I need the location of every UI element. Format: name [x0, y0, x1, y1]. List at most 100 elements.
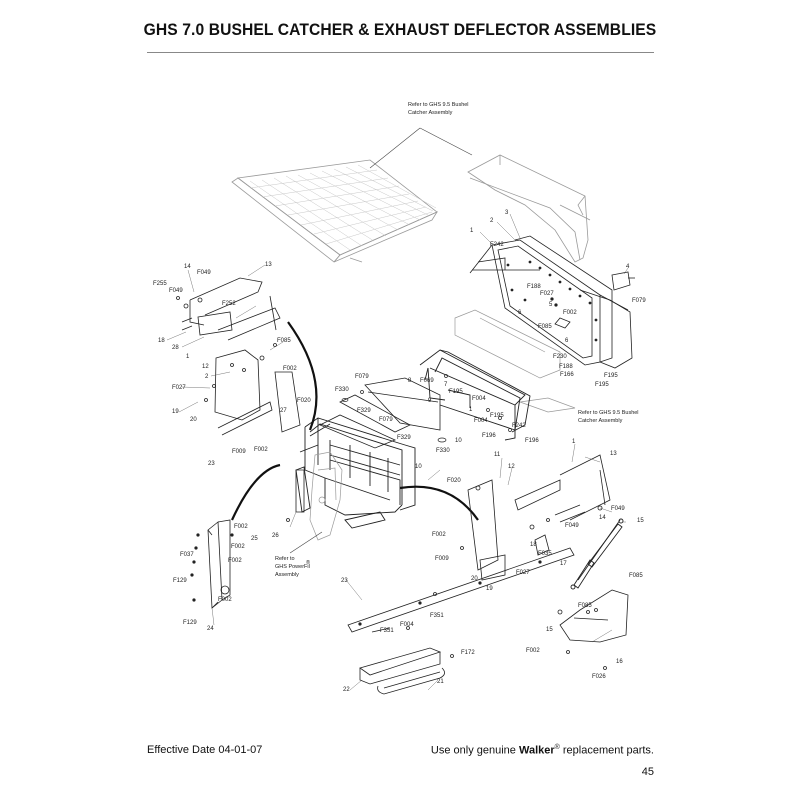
callout-F079: F079: [379, 417, 393, 423]
callout-F020: F020: [447, 478, 461, 484]
callout-F188: F188: [559, 364, 573, 370]
callout-F002: F002: [231, 544, 245, 550]
callout-8: 8: [408, 378, 412, 384]
ghs95-deflector-hood: [467, 154, 591, 263]
callout-14: 14: [599, 515, 606, 521]
callout-F188: F188: [527, 284, 541, 290]
callout-1: 1: [469, 407, 473, 413]
callout-F329: F329: [357, 408, 371, 414]
effective-date: Effective Date 04-01-07: [147, 744, 263, 756]
callout-2: 2: [205, 374, 209, 380]
ghs95-lower-frame: [454, 309, 576, 413]
callout-24: 24: [207, 626, 214, 632]
callout-18: 18: [158, 338, 165, 344]
ghs95-leader-lines: [369, 127, 473, 169]
ref-label-power-1: Refer to: [275, 556, 295, 562]
ref-label-right-1: Refer to GHS 9.5 Bushel: [578, 410, 639, 416]
callout-F002: F002: [283, 366, 297, 372]
ref-label-right-2: Catcher Assembly: [578, 418, 623, 424]
callout-19: 19: [486, 586, 493, 592]
deflector-chute: [419, 349, 531, 441]
callout-F009: F009: [232, 449, 246, 455]
powerfill-housing: [309, 451, 343, 541]
ref-label-power-3: Assembly: [275, 572, 299, 578]
callout-6: 6: [565, 338, 569, 344]
callout-23: 23: [208, 461, 215, 467]
callout-26: 26: [272, 533, 279, 539]
callout-F195: F195: [490, 413, 504, 419]
deflector-frame: [469, 235, 635, 369]
callout-F079: F079: [355, 374, 369, 380]
callout-F026: F026: [592, 674, 606, 680]
callout-F195: F195: [604, 373, 618, 379]
ref-label-top-2: Catcher Assembly: [408, 110, 453, 116]
callout-F049: F049: [611, 506, 625, 512]
callout-11: 11: [494, 452, 501, 458]
callout-18: 18: [530, 542, 537, 548]
callout-F252: F252: [222, 301, 236, 307]
callout-20: 20: [471, 576, 478, 582]
callout-F004: F004: [472, 396, 486, 402]
callout-17: 17: [560, 561, 567, 567]
callout-F035: F035: [538, 551, 552, 557]
callout-10: 10: [455, 438, 462, 444]
gas-strut: [570, 518, 624, 590]
ghs95-catcher-grid: [231, 159, 439, 263]
callout-F085: F085: [578, 603, 592, 609]
ref-label-power-2: GHS PowerFil: [275, 564, 310, 570]
callout-13: 13: [610, 451, 617, 457]
callout-16: 16: [616, 659, 623, 665]
callout-1: 1: [186, 354, 190, 360]
callout-F172: F172: [461, 650, 475, 656]
callout-F330: F330: [335, 387, 349, 393]
callout-20: 20: [190, 417, 197, 423]
ref-power-leader: [289, 531, 323, 554]
callout-F009: F009: [435, 556, 449, 562]
footer-prefix: Use only genuine: [430, 744, 516, 757]
callout-F195: F195: [595, 382, 609, 388]
callout-F255: F255: [153, 281, 167, 287]
callout-19: 19: [172, 409, 179, 415]
callout-F004: F004: [400, 622, 414, 628]
callout-12: 12: [508, 464, 515, 470]
callout-F049: F049: [197, 270, 211, 276]
callout-F085: F085: [277, 338, 291, 344]
callout-F027: F027: [172, 385, 186, 391]
callout-F085: F085: [538, 324, 552, 330]
callout-F242: F242: [490, 242, 504, 248]
callout-28: 28: [172, 345, 179, 351]
footer-suffix: replacement parts.: [562, 744, 654, 757]
callout-F037: F037: [180, 552, 194, 558]
right-bracket-assembly: [460, 454, 629, 670]
callout-labels: 14 F049 13 F255 F049 F252 18 28 F085 1 1…: [153, 210, 646, 693]
callout-F351: F351: [380, 628, 394, 634]
callout-F027: F027: [516, 570, 530, 576]
callout-leaders: [166, 213, 629, 691]
left-side-bracket-assembly: [176, 277, 301, 436]
callout-F004: F004: [474, 418, 488, 424]
callout-12: 12: [202, 364, 209, 370]
callout-F195: F195: [449, 389, 463, 395]
footer-tagline: Use only genuine Walker® replacement par…: [431, 744, 654, 757]
callout-F002: F002: [234, 524, 248, 530]
callout-F049: F049: [169, 288, 183, 294]
callout-F002: F002: [526, 648, 540, 654]
callout-3: 3: [505, 210, 509, 216]
callout-F049: F049: [565, 523, 579, 529]
callout-F020: F020: [297, 398, 311, 404]
footer-brand: Walker: [518, 744, 555, 757]
callout-F329: F329: [397, 435, 411, 441]
callout-F002: F002: [432, 532, 446, 538]
callout-F196: F196: [482, 433, 496, 439]
callout-15: 15: [546, 627, 553, 633]
callout-2: 2: [490, 218, 494, 224]
callout-F027: F027: [540, 291, 554, 297]
callout-14: 14: [184, 264, 191, 270]
callout-21: 21: [437, 679, 444, 685]
footer-reg: ®: [554, 744, 560, 751]
callout-9: 9: [428, 398, 432, 404]
callout-5: 5: [549, 302, 553, 308]
hardware-center: [341, 374, 512, 443]
callout-F069: F069: [420, 378, 434, 384]
